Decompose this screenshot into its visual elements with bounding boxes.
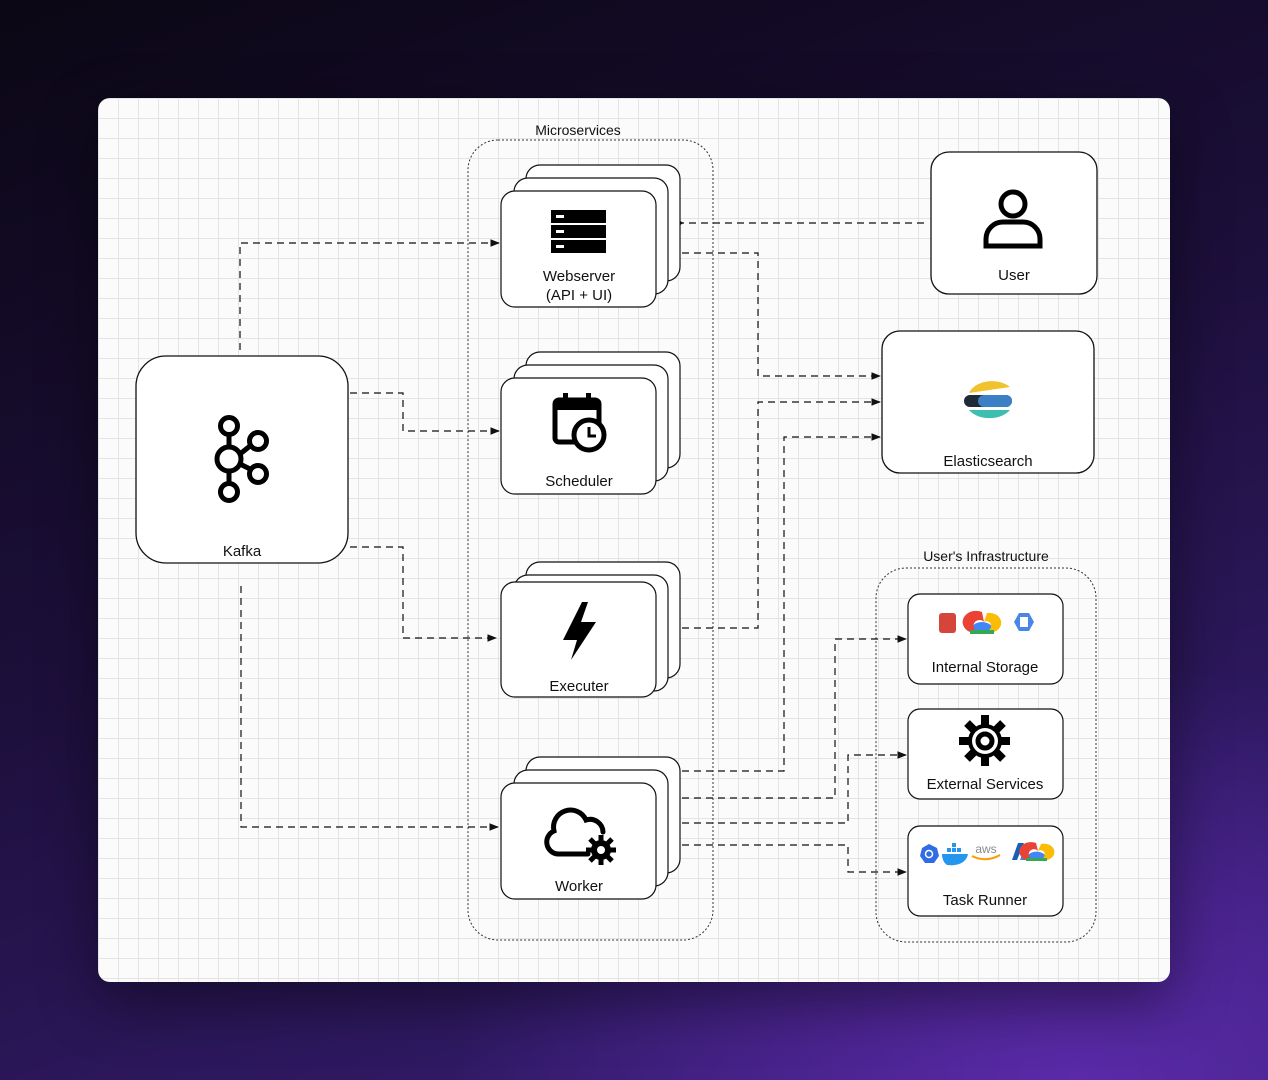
kafka-icon bbox=[214, 415, 269, 503]
azure-storage-icon bbox=[1014, 613, 1034, 631]
s3-icon bbox=[939, 613, 956, 633]
kafka-label: Kafka bbox=[223, 543, 262, 560]
worker-node[interactable]: Worker bbox=[500, 756, 681, 900]
connectors bbox=[239, 223, 924, 876]
webserver-node[interactable]: Webserver (API + UI) bbox=[500, 164, 681, 308]
elasticsearch-node[interactable]: Elasticsearch bbox=[881, 330, 1095, 474]
edge-executer-elasticsearch bbox=[682, 398, 881, 629]
gcp-icon bbox=[1019, 842, 1055, 861]
edge-webserver-elasticsearch bbox=[682, 252, 881, 380]
task-runner-label: Task Runner bbox=[943, 892, 1027, 909]
webserver-label: Webserver bbox=[543, 268, 615, 285]
user-node[interactable]: User bbox=[930, 151, 1098, 295]
edge-kafka-scheduler bbox=[350, 392, 500, 435]
microservices-group bbox=[467, 139, 714, 941]
diagram-canvas: Microservices User's Infrastructure Kafk bbox=[98, 98, 1170, 982]
svg-text:aws: aws bbox=[975, 842, 996, 856]
gear-icon bbox=[959, 715, 1010, 766]
edge-worker-internal-storage bbox=[682, 635, 907, 799]
gcp-icon bbox=[962, 610, 1002, 634]
task-runner-node[interactable]: aws Task Runner bbox=[907, 825, 1064, 917]
docker-icon bbox=[942, 843, 968, 866]
external-services-node[interactable]: External Services bbox=[907, 708, 1064, 800]
kafka-node[interactable]: Kafka bbox=[135, 355, 349, 564]
scheduler-label: Scheduler bbox=[545, 473, 613, 490]
edge-worker-task-runner bbox=[682, 844, 907, 876]
internal-storage-node[interactable]: Internal Storage bbox=[907, 593, 1064, 685]
executer-node[interactable]: Executer bbox=[500, 561, 681, 698]
cloud-gear-icon bbox=[544, 807, 616, 865]
edge-worker-external-services bbox=[682, 751, 907, 824]
aws-icon: aws bbox=[971, 842, 1001, 861]
external-services-label: External Services bbox=[927, 776, 1044, 793]
server-icon bbox=[551, 210, 606, 253]
edge-kafka-worker bbox=[240, 586, 499, 831]
worker-label: Worker bbox=[555, 878, 603, 895]
lightning-icon bbox=[563, 602, 596, 660]
user-icon bbox=[983, 189, 1043, 249]
elasticsearch-label: Elasticsearch bbox=[943, 453, 1032, 470]
edge-kafka-webserver bbox=[239, 239, 500, 350]
edge-kafka-executer bbox=[350, 546, 497, 642]
user-label: User bbox=[998, 267, 1030, 284]
microservices-group-label: Microservices bbox=[535, 122, 621, 138]
users-infrastructure-group-label: User's Infrastructure bbox=[923, 548, 1049, 564]
scheduler-node[interactable]: Scheduler bbox=[500, 351, 681, 495]
edge-worker-elasticsearch bbox=[682, 433, 881, 772]
webserver-sublabel: (API + UI) bbox=[546, 287, 612, 304]
users-infrastructure-group bbox=[875, 567, 1097, 943]
calendar-clock-icon bbox=[552, 393, 607, 453]
architecture-diagram: Microservices User's Infrastructure Kafk bbox=[135, 122, 1098, 943]
kubernetes-icon bbox=[920, 844, 939, 863]
internal-storage-label: Internal Storage bbox=[932, 659, 1039, 676]
executer-label: Executer bbox=[549, 678, 608, 695]
elasticsearch-icon bbox=[964, 381, 1012, 419]
